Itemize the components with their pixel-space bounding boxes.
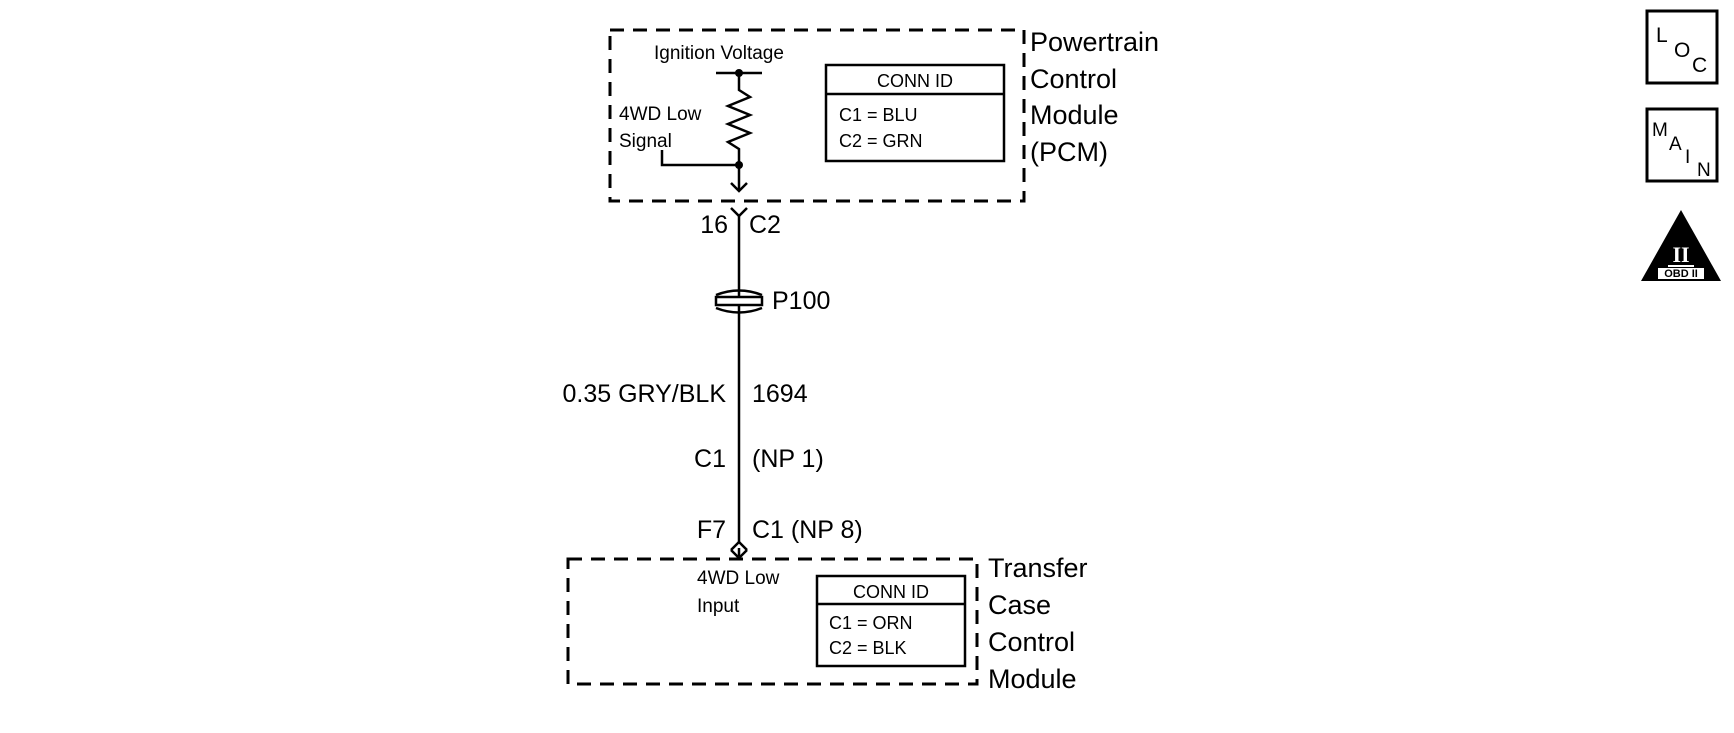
obd-caption: OBD II [1664, 268, 1698, 280]
obd-numeral: II [1672, 242, 1689, 267]
tccm-name-line-3: Control [988, 627, 1075, 657]
tccm-input-label-line-1: 4WD Low [697, 568, 780, 589]
tccm-connector-id: C1 (NP 8) [752, 516, 863, 544]
main-icon-frame [1645, 107, 1719, 183]
pcm-conn-id-table: CONN ID C1 = BLU C2 = GRN [824, 63, 1006, 163]
pcm-module-outline [608, 28, 1026, 203]
pcm-output-arrow [730, 182, 748, 193]
tccm-name-line-4: Module [988, 664, 1077, 694]
tccm-connector: F7 C1 (NP 8) [697, 516, 863, 560]
tccm-connector-symbol [730, 540, 748, 551]
tccm-conn-id-box [815, 574, 967, 668]
pcm-conn-id-header: CONN ID [877, 71, 953, 91]
loc-icon-frame [1645, 9, 1719, 85]
ignition-voltage-label: Ignition Voltage [654, 43, 784, 64]
main-letter-2: A [1669, 134, 1682, 155]
pcm-name-line-3: Module [1030, 100, 1119, 130]
pull-up-resistor [724, 73, 754, 165]
signal-label-line-2: Signal [619, 131, 672, 152]
tccm-conn-id-row-1: C1 = ORN [829, 613, 913, 633]
obd-caption-plate [1658, 268, 1704, 279]
pcm-pin-number: 16 [700, 211, 728, 239]
grommet-top-arc [715, 289, 763, 297]
pcm-conn-id-box [824, 63, 1006, 163]
pcm-name-line-1: Powertrain [1030, 27, 1159, 57]
main-letter-3: I [1685, 147, 1690, 168]
tccm-name-line-1: Transfer [988, 553, 1088, 583]
p100-label: P100 [772, 287, 830, 315]
pcm-conn-id-row-2: C2 = GRN [839, 131, 923, 151]
loc-letter-3: C [1692, 54, 1707, 77]
tccm-name-line-2: Case [988, 590, 1051, 620]
signal-label-line-1: 4WD Low [619, 104, 702, 125]
pcm-connector: 16 C2 [700, 207, 781, 239]
pcm-connector-symbol [730, 207, 748, 218]
pcm-connector-id: C2 [749, 211, 781, 239]
pcm-name-line-2: Control [1030, 64, 1117, 94]
main-letter-4: N [1697, 160, 1711, 181]
grommet-body [714, 295, 764, 307]
loc-letter-1: L [1656, 24, 1668, 47]
grommet-bottom-arc [715, 306, 763, 314]
tccm-input-label-line-2: Input [697, 596, 740, 617]
tccm-pin-number: F7 [697, 516, 726, 544]
loc-icon[interactable]: L O C [1645, 9, 1719, 85]
tccm-module: Transfer Case Control Module 4WD Low Inp… [566, 553, 1088, 694]
wire-gauge-color: 0.35 GRY/BLK [562, 380, 726, 408]
signal-tap-wire [660, 150, 739, 167]
main-letter-1: M [1652, 120, 1668, 141]
pcm-name-line-4: (PCM) [1030, 137, 1108, 167]
pcm-module: Powertrain Control Module (PCM) Ignition… [608, 27, 1159, 203]
obd-ii-icon[interactable]: II OBD II [1641, 210, 1721, 281]
wire-circuit-number: 1694 [752, 380, 808, 408]
main-icon[interactable]: M A I N [1645, 107, 1719, 183]
loc-letter-2: O [1674, 39, 1690, 62]
p100-grommet: P100 [714, 287, 830, 315]
tccm-conn-id-row-2: C2 = BLK [829, 638, 907, 658]
pcm-conn-id-row-1: C1 = BLU [839, 105, 918, 125]
inline-connector-left: C1 [694, 445, 726, 473]
tccm-module-outline [566, 557, 979, 686]
tccm-conn-id-table: CONN ID C1 = ORN C2 = BLK [815, 574, 967, 668]
obd-triangle [1641, 210, 1721, 281]
inline-connector-right: (NP 1) [752, 445, 824, 473]
tccm-conn-id-header: CONN ID [853, 582, 929, 602]
